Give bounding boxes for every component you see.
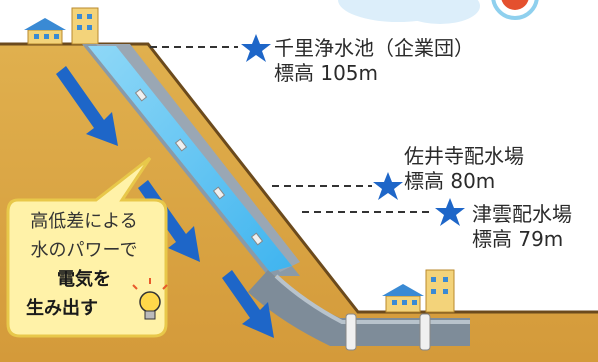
cloud-icon — [338, 0, 480, 24]
sun-icon — [491, 0, 539, 20]
building-icon — [24, 18, 66, 45]
bubble-line-strong: 生み出す — [26, 298, 98, 319]
elevation-text: 標高 105m — [274, 61, 379, 85]
star-icon — [435, 198, 465, 226]
star-icon — [241, 34, 271, 62]
building-icon — [382, 284, 424, 313]
speech-bubble — [6, 156, 168, 338]
arrow-down-icon — [56, 66, 118, 146]
label-chisato: 千里浄水池（企業団） 標高 105m — [274, 36, 474, 86]
facility-name: 千里浄水池（企業団） — [274, 36, 474, 60]
label-saiji: 佐井寺配水場 標高 80m — [404, 144, 524, 194]
lightbulb-icon — [132, 278, 168, 320]
elevation-text: 標高 79m — [472, 227, 564, 251]
bubble-text: 高低差による 水のパワーで 電気を 生み出す — [8, 207, 160, 323]
facility-name: 佐井寺配水場 — [404, 144, 524, 168]
label-tsukumo: 津雲配水場 標高 79m — [472, 202, 572, 252]
bubble-line-strong: 電気を — [57, 269, 111, 290]
building-icon — [71, 7, 99, 45]
leader-lines — [150, 46, 432, 213]
arrow-down-icon — [222, 270, 274, 338]
bubble-line: 高低差による — [30, 211, 138, 232]
elevation-text: 標高 80m — [404, 169, 496, 193]
star-icon — [373, 172, 403, 200]
building-icon — [425, 269, 455, 313]
water-pipe — [82, 44, 470, 351]
facility-name: 津雲配水場 — [472, 202, 572, 226]
bubble-line: 水のパワーで — [30, 240, 138, 261]
